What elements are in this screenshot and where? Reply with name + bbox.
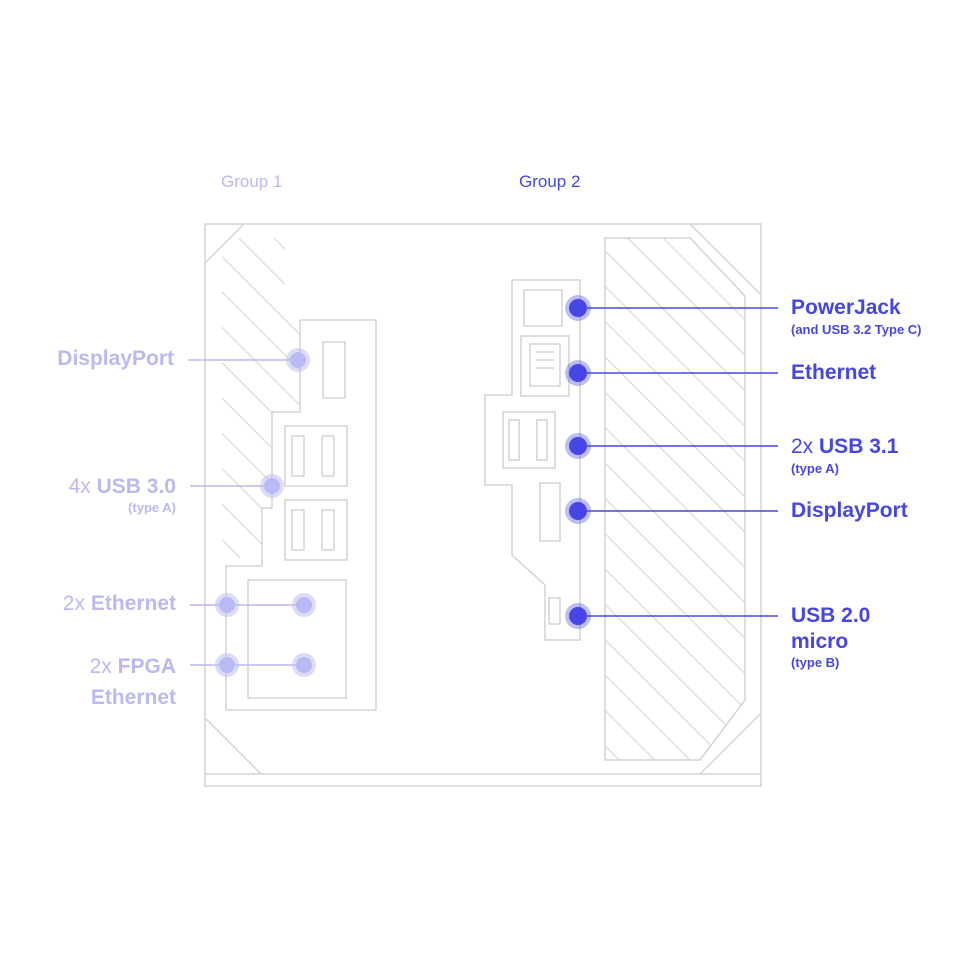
label-fpga-line2: Ethernet bbox=[90, 686, 176, 709]
label-displayport-right: DisplayPort bbox=[791, 499, 908, 522]
group1-markers bbox=[215, 348, 316, 677]
label-usb30: 4x USB 3.0 bbox=[68, 475, 176, 498]
right-vent-hatch bbox=[604, 237, 746, 761]
label-usb20-line2: micro bbox=[791, 630, 849, 653]
label-ethernet-right: Ethernet bbox=[791, 361, 877, 384]
label-usb31: 2x USB 3.1 bbox=[791, 435, 899, 458]
label-displayport-left: DisplayPort bbox=[57, 347, 174, 370]
label-powerjack: PowerJack bbox=[791, 296, 901, 319]
sublabel-usb30: (type A) bbox=[128, 500, 176, 515]
label-fpga: 2x FPGA bbox=[89, 655, 176, 678]
group2-markers bbox=[565, 295, 591, 629]
group2-leaders bbox=[578, 307, 778, 617]
sublabel-powerjack: (and USB 3.2 Type C) bbox=[791, 322, 922, 337]
left-vent-hatch bbox=[222, 238, 300, 565]
group2-tab: Group 2 bbox=[519, 172, 581, 191]
label-ethernet-left: 2x Ethernet bbox=[62, 592, 176, 615]
group1-tab: Group 1 bbox=[221, 172, 283, 191]
device-outline bbox=[204, 223, 762, 787]
left-port-panel bbox=[225, 319, 377, 711]
right-port-panel bbox=[484, 279, 581, 641]
label-usb20: USB 2.0 bbox=[791, 604, 871, 627]
group1-leaders bbox=[188, 359, 304, 666]
sublabel-usb20: (type B) bbox=[791, 655, 840, 670]
sublabel-usb31: (type A) bbox=[791, 461, 839, 476]
